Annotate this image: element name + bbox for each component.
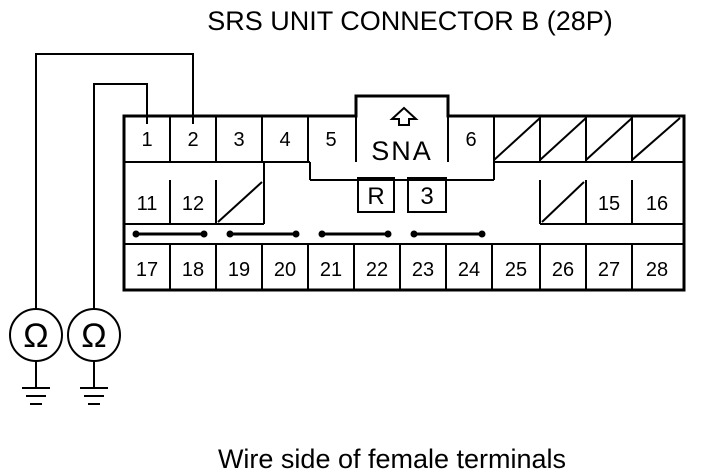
terminal-1-label: 1	[141, 129, 152, 151]
ohmmeter-right: Ω	[67, 308, 121, 405]
terminal-17-label: 17	[136, 259, 158, 281]
terminal-23-label: 23	[412, 259, 434, 281]
r-key-label: R	[367, 183, 384, 210]
connector-body	[122, 94, 686, 292]
terminal-4-label: 4	[279, 129, 290, 151]
terminal-19-label: 19	[228, 259, 250, 281]
terminal-15-label: 15	[598, 193, 620, 215]
short-bars	[132, 230, 486, 238]
terminal-21-label: 21	[320, 259, 342, 281]
ohm-symbol-icon: Ω	[81, 317, 106, 355]
terminal-5-label: 5	[325, 129, 336, 151]
terminal-28-label: 28	[646, 259, 668, 281]
terminal-18-label: 18	[182, 259, 204, 281]
ohmmeter-left: Ω	[9, 308, 63, 405]
three-key-label: 3	[420, 183, 433, 210]
terminal-11-label: 11	[137, 193, 158, 215]
diagram-title: SRS UNIT CONNECTOR B (28P)	[207, 6, 613, 36]
unused-cavity-marks	[217, 117, 681, 223]
sna-key-label: SNA	[371, 136, 433, 166]
terminal-3-label: 3	[233, 129, 244, 151]
terminal-26-label: 26	[552, 259, 574, 281]
probe-wire-terminal-2	[35, 53, 194, 310]
terminal-2-label: 2	[187, 129, 198, 151]
terminal-16-label: 16	[646, 193, 668, 215]
three-key-box	[407, 177, 447, 213]
probe-wire-terminal-1	[93, 83, 148, 310]
diagram-caption: Wire side of female terminals	[218, 444, 566, 474]
terminal-24-label: 24	[458, 259, 480, 281]
ohm-symbol-icon: Ω	[23, 317, 48, 355]
terminal-20-label: 20	[274, 259, 296, 281]
terminal-22-label: 22	[366, 259, 388, 281]
terminal-27-label: 27	[598, 259, 620, 281]
terminal-25-label: 25	[505, 259, 527, 281]
lock-arrow-icon	[389, 106, 419, 126]
terminal-12-label: 12	[182, 193, 204, 215]
r-key-box	[357, 177, 395, 213]
terminal-6-label: 6	[465, 129, 476, 151]
